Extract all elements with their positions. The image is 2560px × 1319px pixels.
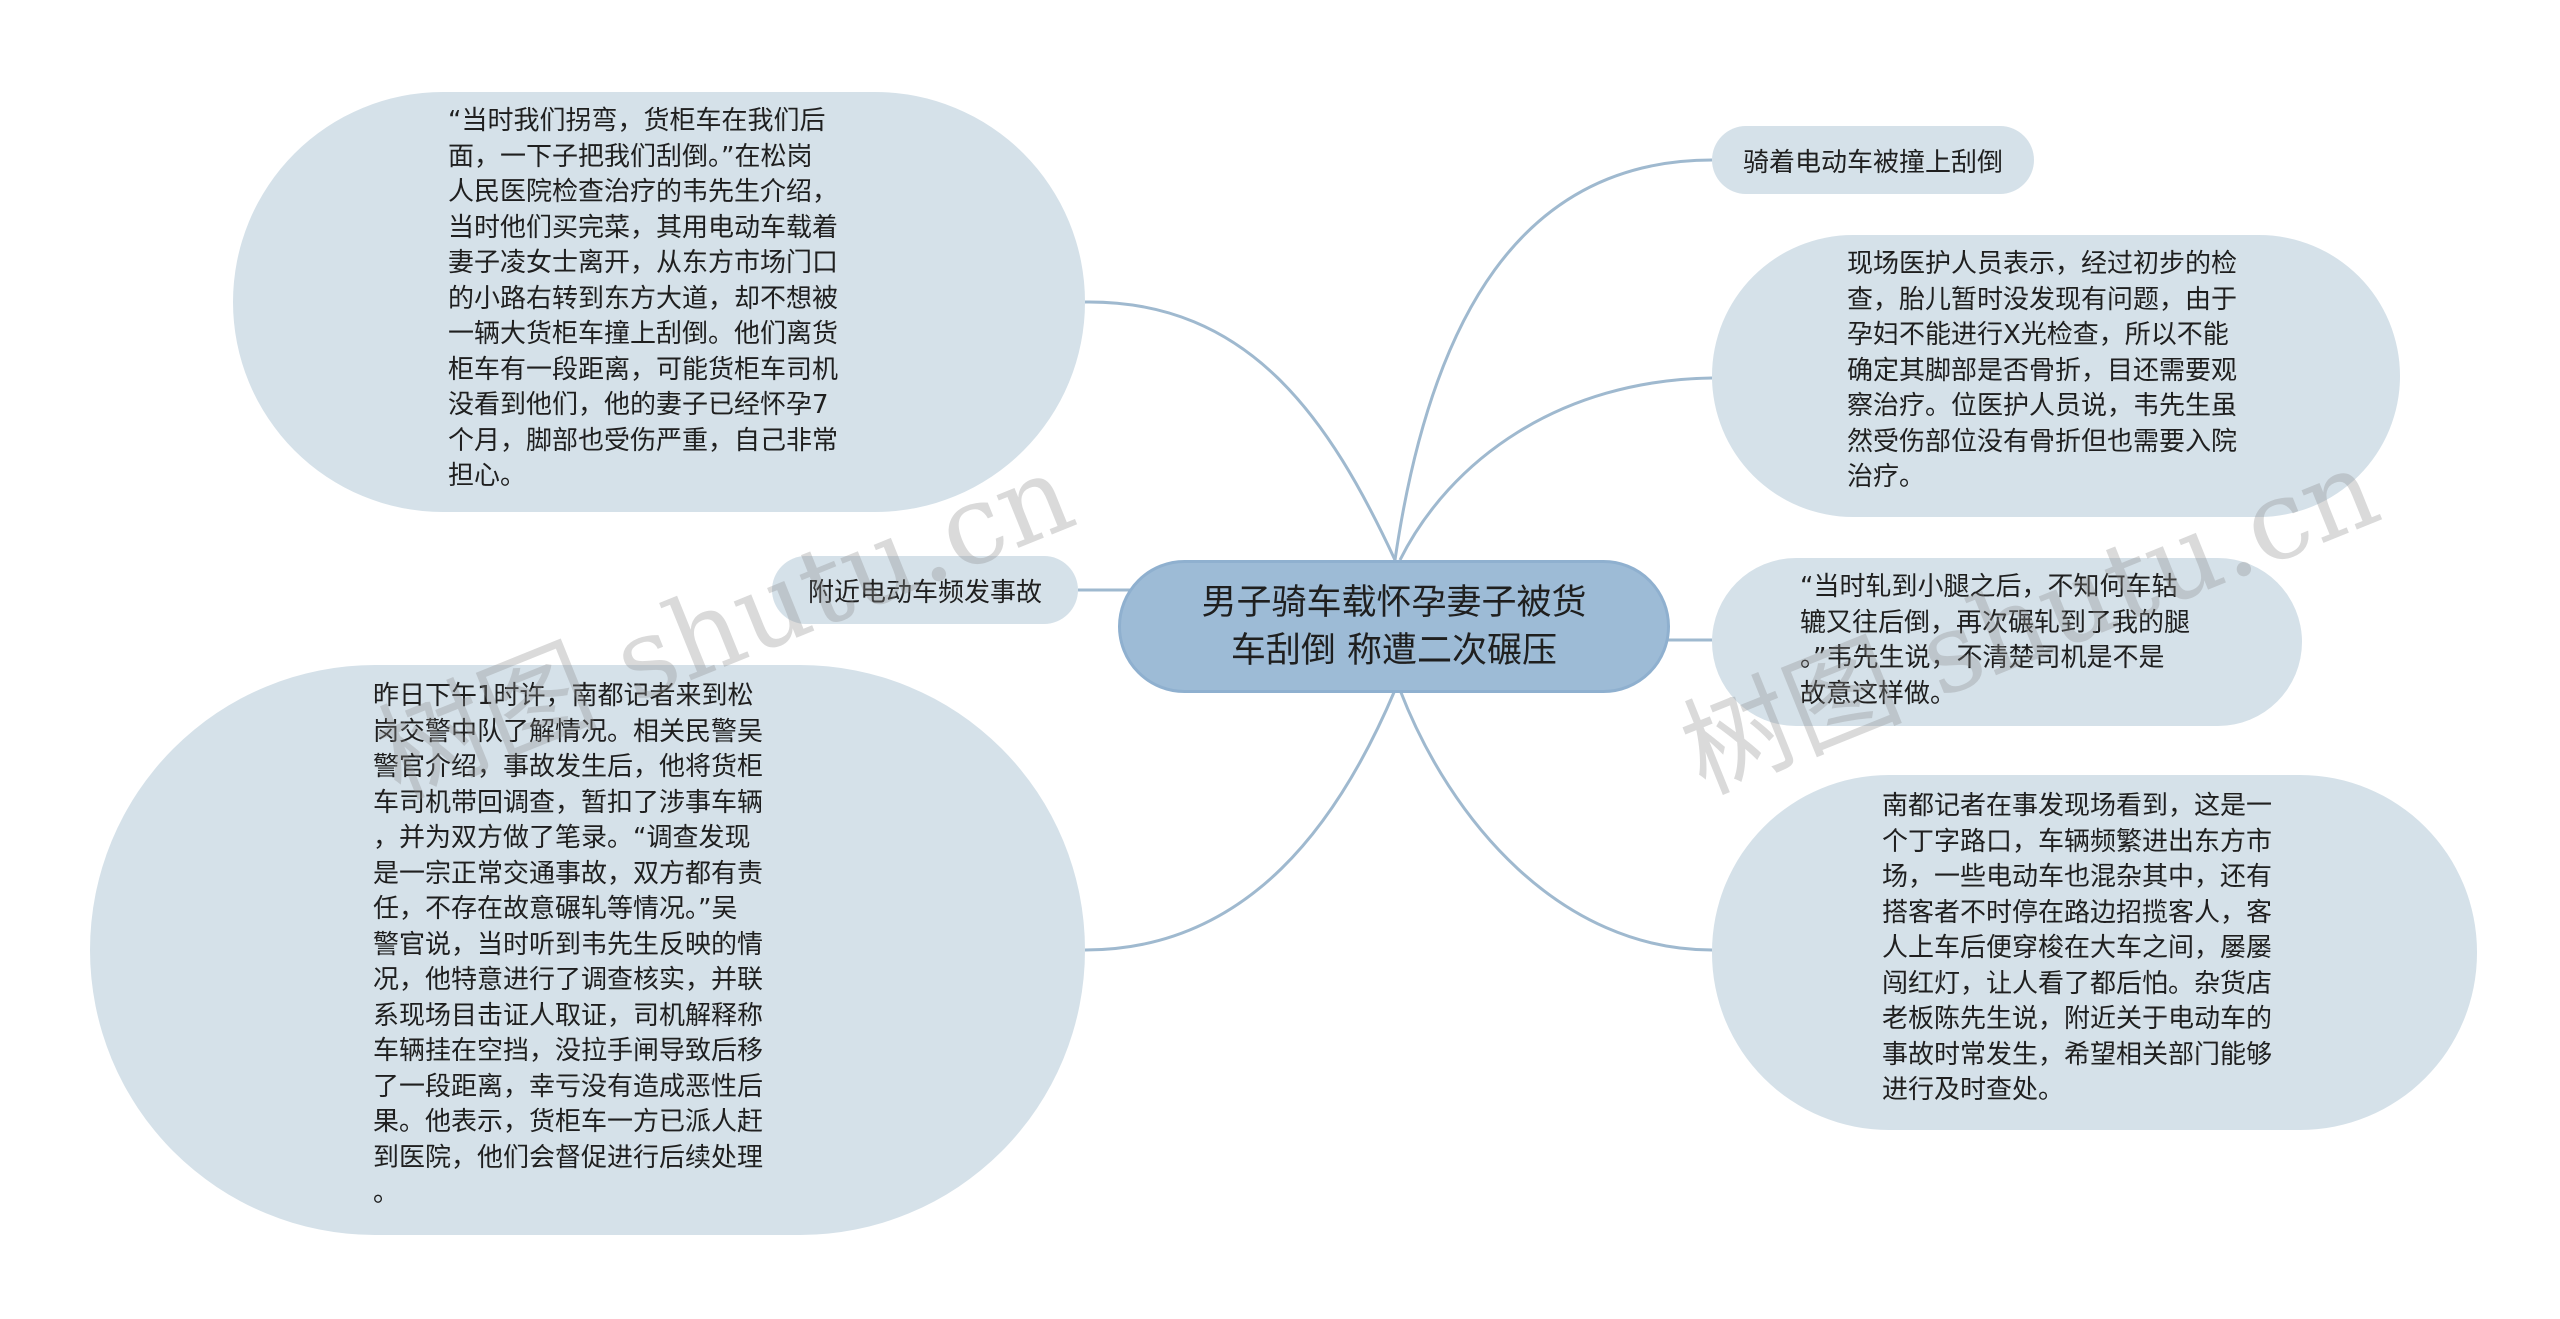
topic-node-left-small[interactable]: 附近电动车频发事故 bbox=[772, 556, 1078, 624]
link-right-top bbox=[1393, 158, 1713, 561]
topic-text: 昨日下午1时许，南都记者来到松 岗交警中队了解情况。相关民警吴 警官介绍，事故发… bbox=[373, 681, 764, 1208]
link-right-2 bbox=[1398, 376, 1713, 561]
topic-node-right-3[interactable]: “当时轧到小腿之后，不知何车轱 辘又往后倒，再次碾轧到了我的腿 。”韦先生说，不… bbox=[1712, 558, 2302, 726]
topic-text: 附近电动车频发事故 bbox=[807, 577, 1042, 608]
topic-text: “当时轧到小腿之后，不知何车轱 辘又往后倒，再次碾轧到了我的腿 。”韦先生说，不… bbox=[1800, 572, 2191, 709]
link-right-4 bbox=[1398, 689, 1713, 952]
topic-text: “当时我们拐弯，货柜车在我们后 面，一下子把我们刮倒。”在松岗 人民医院检查治疗… bbox=[448, 106, 839, 491]
topic-node-right-2[interactable]: 现场医护人员表示，经过初步的检 查，胎儿暂时没发现有问题，由于 孕妇不能进行X光… bbox=[1712, 235, 2400, 517]
link-top-left bbox=[1084, 300, 1397, 561]
topic-text: 南都记者在事发现场看到，这是一 个丁字路口，车辆频繁进出东方市 场，一些电动车也… bbox=[1882, 791, 2273, 1105]
topic-node-right-4[interactable]: 南都记者在事发现场看到，这是一 个丁字路口，车辆频繁进出东方市 场，一些电动车也… bbox=[1712, 775, 2477, 1130]
topic-text: 骑着电动车被撞上刮倒 bbox=[1742, 147, 2003, 178]
link-bottom-left bbox=[1084, 689, 1397, 952]
central-topic-title: 男子骑车载怀孕妻子被货 车刮倒 称遭二次碾压 bbox=[1201, 582, 1587, 671]
topic-node-top-left[interactable]: “当时我们拐弯，货柜车在我们后 面，一下子把我们刮倒。”在松岗 人民医院检查治疗… bbox=[233, 92, 1085, 512]
topic-text: 现场医护人员表示，经过初步的检 查，胎儿暂时没发现有问题，由于 孕妇不能进行X光… bbox=[1847, 249, 2238, 492]
central-topic[interactable]: 男子骑车载怀孕妻子被货 车刮倒 称遭二次碾压 bbox=[1118, 560, 1670, 693]
topic-node-right-top[interactable]: 骑着电动车被撞上刮倒 bbox=[1712, 126, 2034, 194]
topic-node-bottom-left[interactable]: 昨日下午1时许，南都记者来到松 岗交警中队了解情况。相关民警吴 警官介绍，事故发… bbox=[90, 665, 1085, 1235]
